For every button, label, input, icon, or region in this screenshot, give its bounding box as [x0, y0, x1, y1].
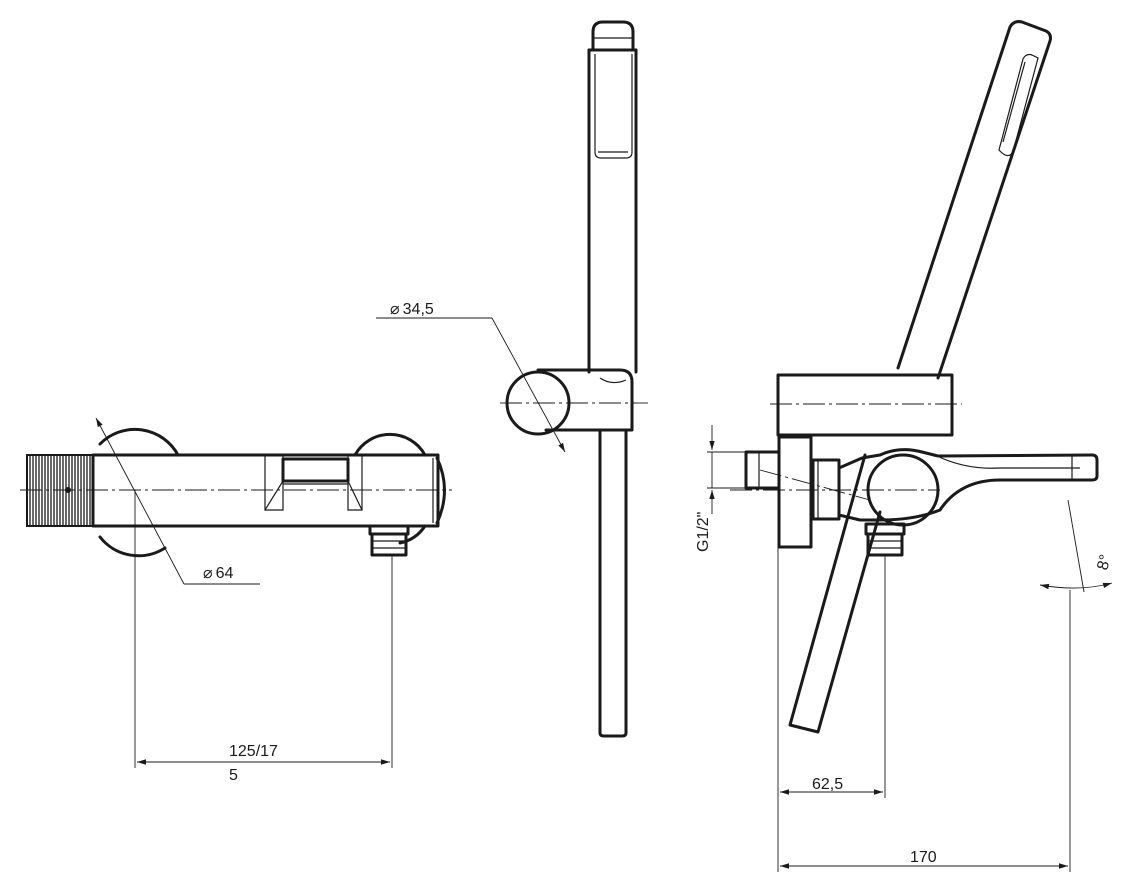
diverter-slot	[264, 455, 363, 511]
thread-label: G1/2"	[695, 512, 712, 552]
depth-62-5-label: 62,5	[812, 776, 843, 793]
wall-plate	[777, 435, 813, 549]
diameter-64-label: ⌀64	[203, 565, 234, 582]
side-view: G1/2" 8° 62,5 170	[695, 20, 1115, 872]
diameter-34-5-label: ⌀34,5	[390, 301, 434, 318]
inlet-nipple	[744, 450, 781, 490]
angle-label: 8°	[1094, 553, 1114, 572]
knurled-handle	[26, 454, 94, 527]
width-dimension-label: 125/17	[229, 743, 278, 760]
total-170-label: 170	[910, 849, 937, 866]
mixer-side-body	[837, 448, 1099, 522]
bracket-block	[776, 373, 954, 437]
front-view: ⌀64 125/17 5	[20, 417, 452, 784]
handshower-view: ⌀34,5	[376, 20, 648, 738]
outlet-nipple	[368, 524, 410, 557]
tilted-handshower	[896, 20, 1052, 380]
union-nut	[811, 458, 841, 521]
width-dimension-label-2: 5	[229, 767, 238, 784]
